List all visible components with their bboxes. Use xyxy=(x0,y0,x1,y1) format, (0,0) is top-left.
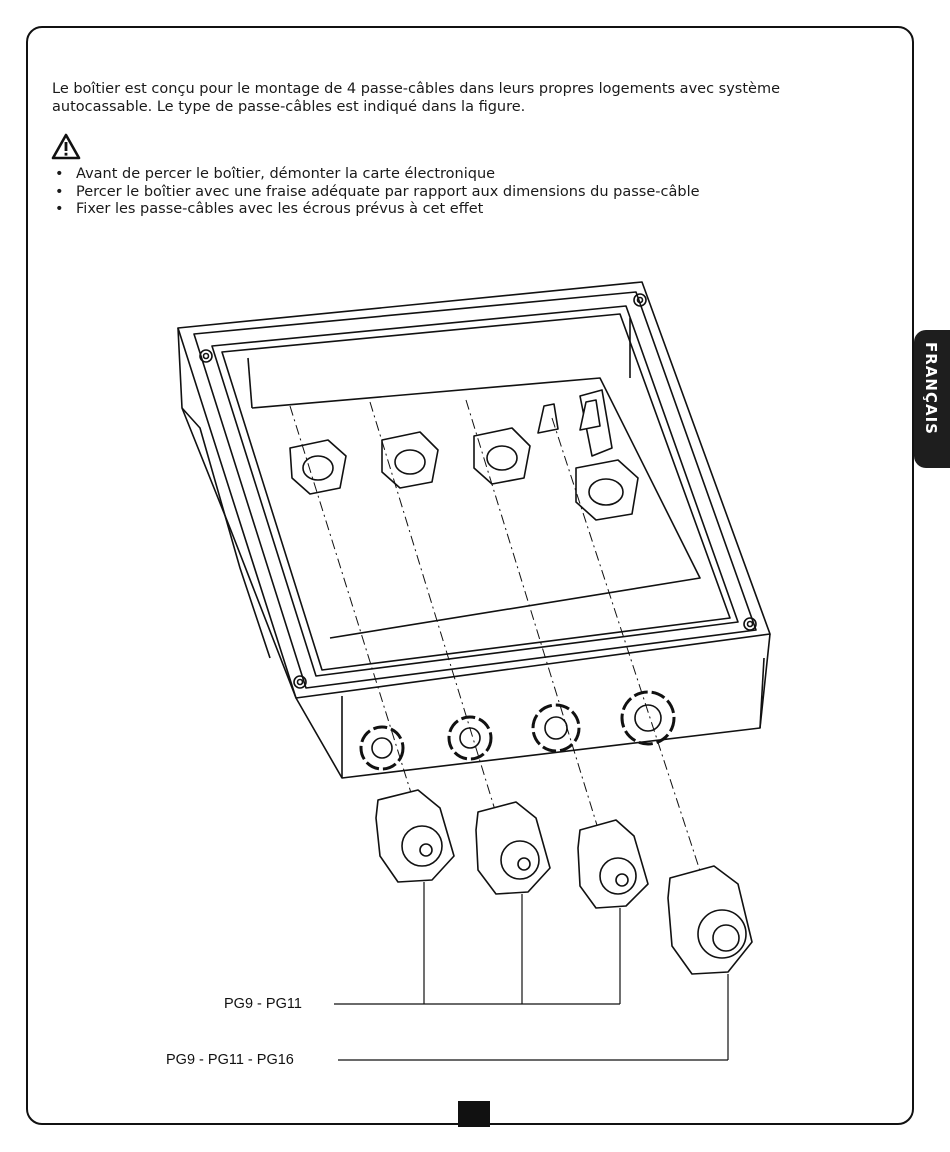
cable-gland-4 xyxy=(667,865,753,975)
list-item: Avant de percer le boîtier, démonter la … xyxy=(55,166,700,184)
language-tab: FRANÇAIS xyxy=(914,330,950,468)
cable-gland-2 xyxy=(475,801,551,895)
list-item: Percer le boîtier avec une fraise adéqua… xyxy=(55,184,700,202)
cable-gland-1 xyxy=(375,789,455,883)
enclosure-rim xyxy=(177,281,771,699)
warning-triangle-icon xyxy=(51,133,81,160)
language-tab-label: FRANÇAIS xyxy=(922,342,940,435)
cable-gland-3 xyxy=(577,819,649,909)
label-small-glands: PG9 - PG11 xyxy=(224,996,302,1012)
intro-paragraph: Le boîtier est conçu pour le montage de … xyxy=(52,81,780,115)
enclosure-illustration xyxy=(177,281,771,1061)
inner-nut xyxy=(381,431,439,489)
label-large-glands: PG9 - PG11 - PG16 xyxy=(166,1052,294,1068)
inner-nut xyxy=(473,427,531,485)
enclosure-front-wall xyxy=(295,633,771,779)
inner-nut xyxy=(289,439,347,495)
page-number-marker xyxy=(458,1101,490,1127)
list-item: Fixer les passe-câbles avec les écrous p… xyxy=(55,201,700,219)
instruction-list: Avant de percer le boîtier, démonter la … xyxy=(55,166,700,219)
inner-nut xyxy=(575,459,639,521)
